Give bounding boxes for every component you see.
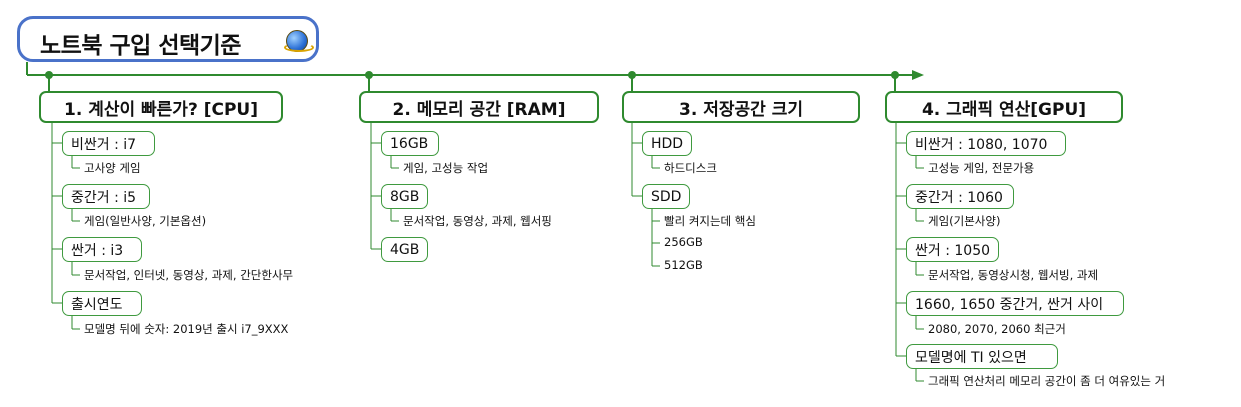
- branch-item[interactable]: 출시연도: [62, 291, 142, 316]
- arrow-head: [912, 70, 924, 80]
- branch-item[interactable]: 4GB: [381, 237, 429, 262]
- leaf-note: 문서작업, 동영상시청, 웹서빙, 과제: [928, 268, 1099, 282]
- category-2[interactable]: 2. 메모리 공간 [RAM]: [359, 91, 599, 123]
- leaf-note: 문서작업, 인터넷, 동영상, 과제, 간단한사무: [84, 268, 294, 282]
- leaf-note: 모델명 뒤에 숫자: 2019년 출시 i7_9XXX: [84, 322, 289, 336]
- branch-item[interactable]: 비싼거 : 1080, 1070: [906, 131, 1066, 156]
- leaf-note: 빨리 켜지는데 핵심: [664, 214, 756, 228]
- category-3[interactable]: 3. 저장공간 크기: [622, 91, 860, 123]
- leaf-note: 그래픽 연산처리 메모리 공간이 좀 더 여유있는 거: [928, 374, 1166, 388]
- branch-item[interactable]: HDD: [642, 131, 693, 156]
- branch-item[interactable]: 싼거 : i3: [62, 237, 142, 262]
- leaf-note: 게임, 고성능 작업: [403, 161, 489, 175]
- branch-item[interactable]: 싼거 : 1050: [906, 237, 1000, 262]
- page-title: 노트북 구입 선택기준: [40, 33, 241, 59]
- branch-item[interactable]: 1660, 1650 중간거, 싼거 사이: [906, 291, 1124, 316]
- branch-item[interactable]: 16GB: [381, 131, 439, 156]
- branch-item[interactable]: 중간거 : i5: [62, 184, 150, 209]
- leaf-note: 게임(기본사양): [928, 214, 1001, 228]
- leaf-note: 2080, 2070, 2060 최근거: [928, 322, 1066, 336]
- category-4[interactable]: 4. 그래픽 연산[GPU]: [885, 91, 1123, 123]
- branch-item[interactable]: 비싼거 : i7: [62, 131, 155, 156]
- root-topic[interactable]: 노트북 구입 선택기준: [17, 16, 319, 62]
- leaf-note: 하드디스크: [664, 161, 717, 175]
- branch-item[interactable]: 중간거 : 1060: [906, 184, 1014, 209]
- branch-item[interactable]: 모델명에 TI 있으면: [906, 344, 1058, 369]
- leaf-note: 게임(일반사양, 기본옵션): [84, 214, 207, 228]
- branch-item[interactable]: 8GB: [381, 184, 429, 209]
- leaf-note: 512GB: [664, 258, 703, 272]
- branch-item[interactable]: SDD: [642, 184, 691, 209]
- leaf-note: 256GB: [664, 235, 703, 249]
- globe-icon: [284, 30, 314, 52]
- leaf-note: 고사양 게임: [84, 161, 141, 175]
- leaf-note: 고성능 게임, 전문가용: [928, 161, 1035, 175]
- category-1[interactable]: 1. 계산이 빠른가? [CPU]: [39, 91, 283, 123]
- leaf-note: 문서작업, 동영상, 과제, 웹서핑: [403, 214, 552, 228]
